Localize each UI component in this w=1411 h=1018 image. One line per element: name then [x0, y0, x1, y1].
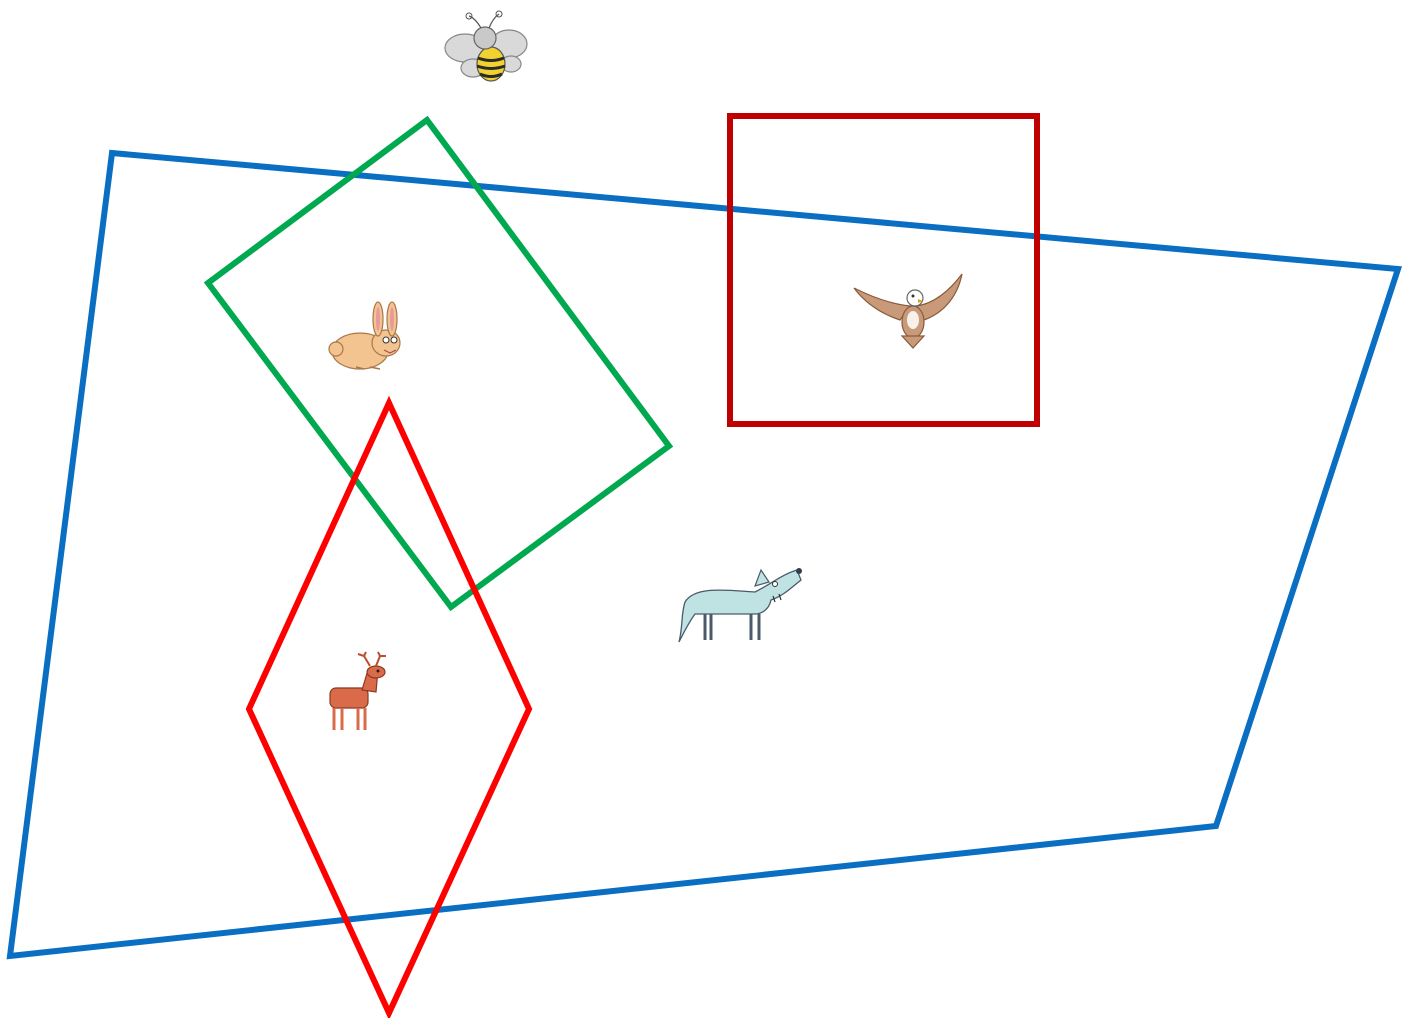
rabbit-icon — [329, 302, 400, 369]
dark-red-square-region — [730, 116, 1037, 424]
wolf-icon — [679, 568, 802, 642]
bee-icon — [445, 11, 527, 81]
red-diamond-region — [249, 403, 529, 1013]
deer-icon — [330, 652, 386, 730]
green-square-region — [208, 120, 669, 607]
eagle-icon — [854, 274, 962, 348]
